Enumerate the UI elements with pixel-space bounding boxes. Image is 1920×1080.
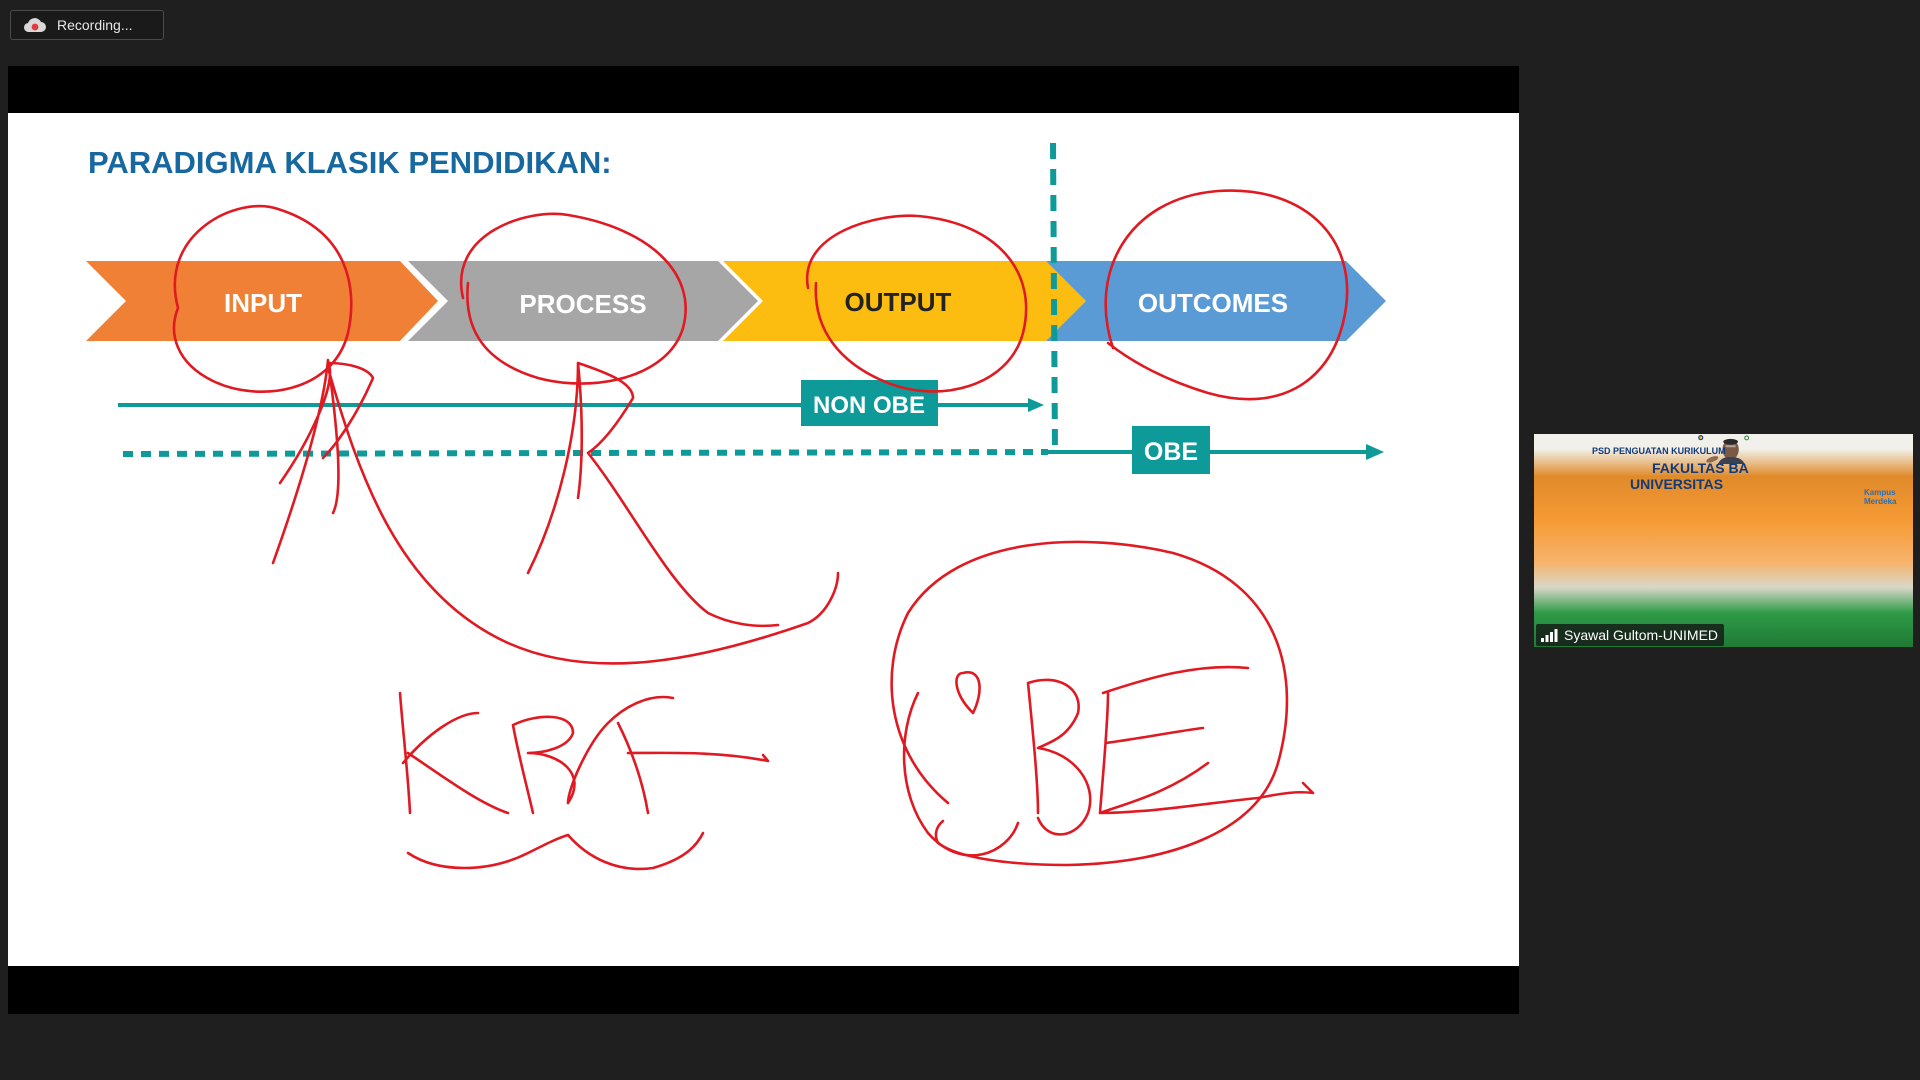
- non-obe-badge: [801, 380, 938, 426]
- shared-screen[interactable]: PARADIGMA KLASIK PENDIDIKAN: INPUT PROCE…: [8, 66, 1519, 1014]
- obe-badge: [1132, 426, 1210, 474]
- non-obe-label: NON OBE: [813, 392, 925, 419]
- stage-process-label: PROCESS: [519, 289, 646, 319]
- participant-name-tag: Syawal Gultom-UNIMED: [1536, 624, 1725, 646]
- signal-strength-icon: [1541, 629, 1558, 642]
- stage-output-arrow: [723, 261, 1086, 341]
- recording-indicator[interactable]: Recording...: [10, 10, 164, 40]
- non-obe-arrow-head: [1028, 398, 1044, 412]
- stage-output-label: OUTPUT: [845, 287, 952, 317]
- ink-arrow-process: [526, 361, 780, 628]
- obe-label: OBE: [1144, 438, 1198, 466]
- ink-arrow-input: [271, 358, 375, 565]
- obe-arrow-head: [1366, 444, 1384, 460]
- banner-line-1: PSD PENGUATAN KURIKULUM: [1592, 446, 1726, 456]
- slide-title: PARADIGMA KLASIK PENDIDIKAN:: [88, 145, 612, 180]
- ink-circle-input: [172, 204, 353, 393]
- ink-letters-obe: [902, 665, 1315, 857]
- ink-circle-obe: [890, 540, 1289, 867]
- stage-input-label: INPUT: [224, 288, 302, 318]
- banner-line-3: UNIVERSITAS: [1630, 476, 1724, 492]
- ink-letters-kbk: [398, 691, 770, 815]
- presentation-slide: PARADIGMA KLASIK PENDIDIKAN: INPUT PROCE…: [8, 113, 1519, 966]
- slide-canvas: PARADIGMA KLASIK PENDIDIKAN: INPUT PROCE…: [86, 142, 1386, 871]
- participant-name: Syawal Gultom-UNIMED: [1564, 627, 1719, 643]
- ink-kbk-underline: [406, 831, 705, 871]
- video-background-banner: [1698, 435, 1750, 464]
- cloud-recording-icon: [23, 18, 46, 33]
- banner-line-2: FAKULTAS BA: [1652, 460, 1749, 476]
- stage-outcomes-label: OUTCOMES: [1138, 288, 1288, 318]
- stage-process-arrow: [408, 261, 758, 341]
- ink-curve: [326, 366, 840, 665]
- banner-badge-text: Kampus Merdeka: [1864, 488, 1897, 506]
- dotted-baseline: [122, 449, 1049, 457]
- participant-video-tile[interactable]: PSD PENGUATAN KURIKULUM FAKULTAS BA UNIV…: [1534, 434, 1913, 647]
- recording-label: Recording...: [57, 17, 133, 33]
- ink-circle-process: [459, 212, 687, 385]
- ink-annotations: [172, 189, 1349, 871]
- ink-circle-output: [805, 214, 1028, 393]
- stage-outcomes-arrow: [1046, 261, 1386, 341]
- ink-circle-outcomes: [1104, 189, 1349, 401]
